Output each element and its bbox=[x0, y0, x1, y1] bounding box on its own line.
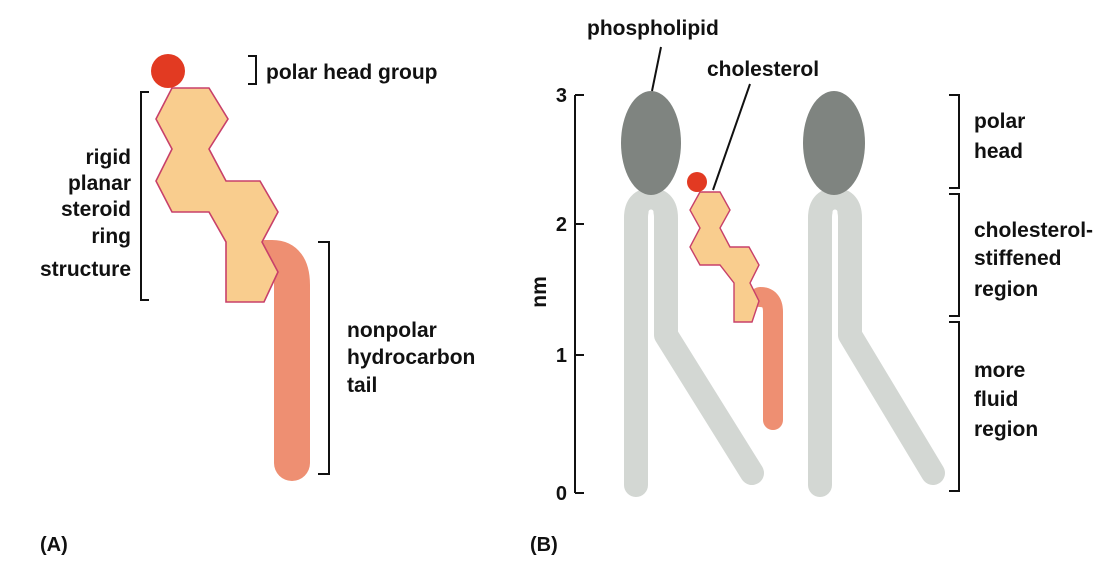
tail-bracket bbox=[318, 241, 330, 475]
panel-a: polar head group rigid planar steroid ri… bbox=[40, 54, 475, 556]
ring-bracket bbox=[140, 91, 149, 301]
ring-label-line-1: rigid bbox=[86, 146, 132, 169]
region-fluid-line-1: more bbox=[974, 359, 1025, 382]
tail-label-line-2: hydrocarbon bbox=[347, 346, 475, 369]
polar-head-group-label: polar head group bbox=[266, 61, 438, 84]
region-fluid-bracket bbox=[949, 321, 960, 492]
panel-b-label: (B) bbox=[530, 534, 558, 556]
phospholipid-label: phospholipid bbox=[587, 17, 719, 40]
cholesterol-label: cholesterol bbox=[707, 58, 819, 81]
cholesterol-pointer bbox=[712, 83, 751, 191]
cholesterol-head-b bbox=[687, 172, 707, 192]
region-fluid-line-2: fluid bbox=[974, 388, 1018, 411]
region-polar-line-1: polar bbox=[974, 110, 1025, 133]
region-polar-bracket bbox=[949, 94, 960, 189]
cholesterol-tail-b bbox=[750, 287, 783, 430]
tail-label-line-3: tail bbox=[347, 374, 377, 397]
region-stiff-line-3: region bbox=[974, 278, 1038, 301]
y-tick-label-0: 0 bbox=[556, 483, 567, 505]
hydrocarbon-tail-a bbox=[247, 240, 310, 481]
tail-label-line-1: nonpolar bbox=[347, 319, 437, 342]
ring-label-line-2: planar bbox=[68, 172, 131, 195]
y-axis-unit: nm bbox=[528, 276, 551, 308]
polar-head-circle-a bbox=[151, 54, 185, 88]
region-stiff-bracket bbox=[949, 193, 960, 317]
phospholipid-1-head bbox=[621, 91, 681, 195]
region-stiff-line-1: cholesterol- bbox=[974, 219, 1093, 242]
region-polar-line-2: head bbox=[974, 140, 1023, 163]
ring-label-line-4: ring bbox=[91, 225, 131, 248]
phospholipid-1-tails bbox=[624, 188, 764, 497]
region-fluid-line-3: region bbox=[974, 418, 1038, 441]
cholesterol-rings-b bbox=[689, 191, 760, 323]
phospholipid-2-tails bbox=[808, 188, 945, 497]
y-tick-label-2: 2 bbox=[556, 214, 567, 236]
ring-label-line-3: steroid bbox=[61, 198, 131, 221]
polar-head-bracket bbox=[248, 55, 257, 85]
y-tick-label-3: 3 bbox=[556, 85, 567, 107]
phospholipid-pointer bbox=[651, 46, 662, 92]
ring-label-line-5: structure bbox=[40, 258, 131, 281]
phospholipid-2-head bbox=[803, 91, 865, 195]
panel-a-label: (A) bbox=[40, 534, 68, 556]
panel-b: 3 2 1 0 nm phospholipid cholesterol pola… bbox=[528, 17, 1093, 556]
steroid-rings-a bbox=[155, 87, 279, 303]
region-stiff-line-2: stiffened bbox=[974, 247, 1062, 270]
y-tick-label-1: 1 bbox=[556, 345, 567, 367]
